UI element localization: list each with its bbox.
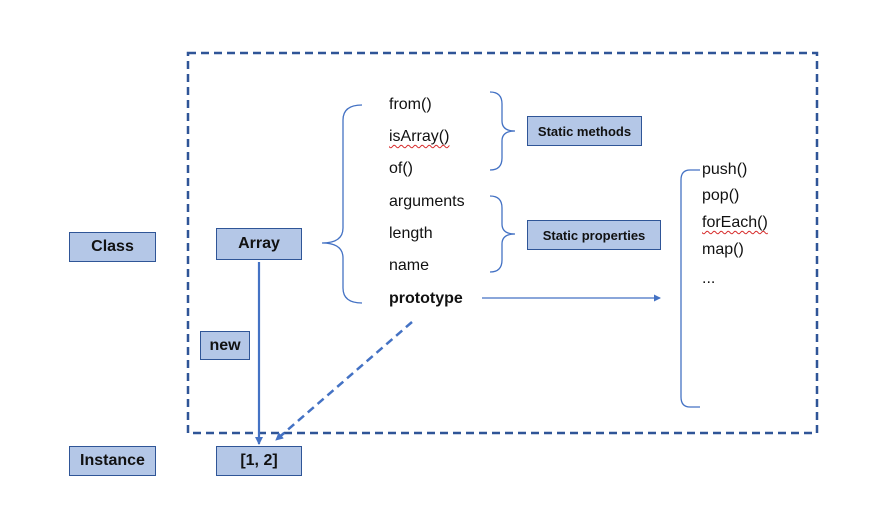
array-box: Array [216, 228, 302, 260]
prototype-methods-bracket [680, 169, 700, 408]
static-methods-label: Static methods [527, 116, 642, 146]
class-label: Class [69, 232, 156, 262]
static-method-from: from() [389, 96, 432, 113]
prototype-method-foreach: forEach() [702, 214, 768, 231]
prototype-method-ellipsis: ... [702, 270, 716, 287]
static-properties-brace [489, 195, 516, 273]
prototype-method-map: map() [702, 241, 744, 258]
static-property-name: name [389, 257, 430, 274]
instance-label: Instance [69, 446, 156, 476]
instance-box: [1, 2] [216, 446, 302, 476]
static-method-isarray: isArray() [389, 128, 450, 145]
prototype-method-push: push() [702, 161, 748, 178]
prototype-method-pop: pop() [702, 187, 740, 204]
static-method-of: of() [389, 160, 413, 177]
members-brace [321, 104, 363, 304]
prototype-link-arrow [275, 321, 413, 441]
class-frame [186, 51, 819, 435]
static-property-length: length [389, 225, 433, 242]
prototype-label: prototype [389, 290, 463, 307]
static-methods-brace [489, 91, 516, 171]
static-property-arguments: arguments [389, 193, 465, 210]
static-properties-label: Static properties [527, 220, 661, 250]
new-label: new [200, 331, 250, 360]
